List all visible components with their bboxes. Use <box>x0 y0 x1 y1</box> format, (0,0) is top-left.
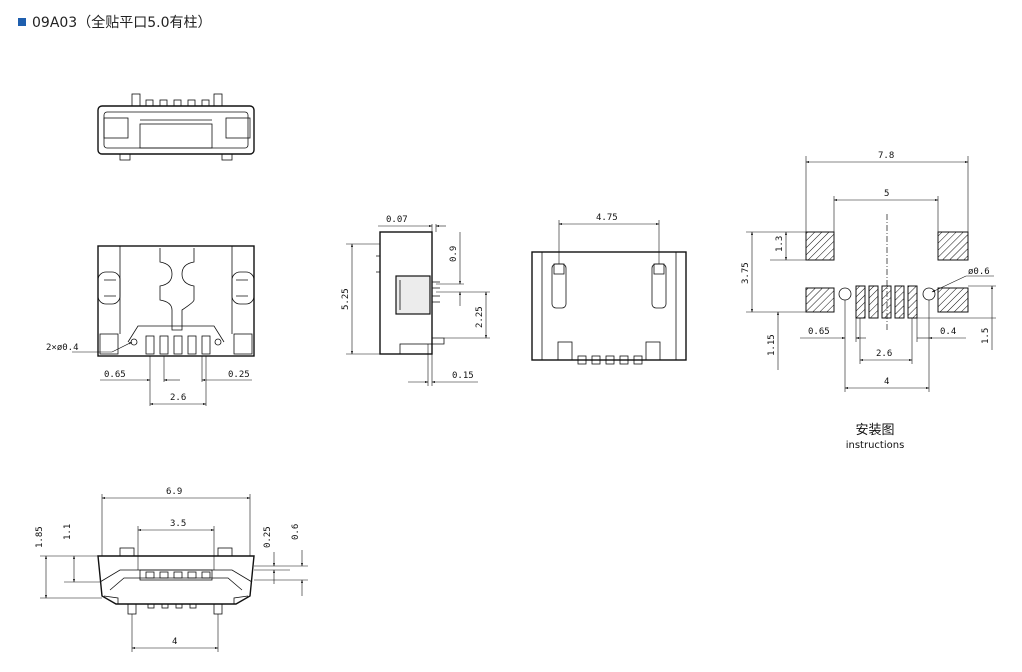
side-b-dim: 2.25 <box>475 306 485 328</box>
side-a-dim: 0.9 <box>449 246 459 262</box>
bot-r2-dim: 0.6 <box>291 524 301 540</box>
page-title: 09A03（全贴平口5.0有柱） <box>18 12 211 32</box>
back-view: 4.75 <box>531 213 687 365</box>
title-text: 09A03（全贴平口5.0有柱） <box>32 15 212 31</box>
fp-04-dim: 0.4 <box>940 327 956 337</box>
front-left-dim: 0.65 <box>104 370 126 380</box>
fp-115-dim: 1.15 <box>767 334 777 356</box>
fp-inner-dim: 5 <box>884 189 889 199</box>
top-view <box>97 93 255 161</box>
fp-label-en: instructions <box>846 440 905 451</box>
footprint: 7.8 5 3.75 1.3 ø0.6 0.65 0.4 2.6 <box>741 151 996 451</box>
front-hole-dim: 2×ø0.4 <box>46 343 79 353</box>
bottom-view: 6.9 3.5 1.85 1.1 0.25 0.6 4 <box>35 487 308 652</box>
back-top-dim: 4.75 <box>596 213 618 223</box>
fp-pad-dim: 1.3 <box>775 236 785 252</box>
fp-hole-dim: ø0.6 <box>968 267 990 277</box>
bot-b-dim: 4 <box>172 637 177 647</box>
fp-26-dim: 2.6 <box>876 349 892 359</box>
side-c-dim: 0.15 <box>452 371 474 381</box>
front-view: 2×ø0.4 0.65 0.25 2.6 <box>46 245 255 406</box>
bullet-square-icon <box>18 18 26 26</box>
bot-h1-dim: 1.85 <box>35 526 45 548</box>
fp-total-dim: 7.8 <box>878 151 894 161</box>
side-top-dim: 0.07 <box>386 215 408 225</box>
bot-w-dim: 6.9 <box>166 487 182 497</box>
side-view: 0.07 5.25 0.9 2.25 0.15 <box>341 215 490 386</box>
side-height-dim: 5.25 <box>341 288 351 310</box>
bot-h2-dim: 1.1 <box>63 524 73 540</box>
fp-15-dim: 1.5 <box>981 328 991 344</box>
bot-w2-dim: 3.5 <box>170 519 186 529</box>
front-pitch-dim: 2.6 <box>170 393 186 403</box>
fp-height-dim: 3.75 <box>741 262 751 284</box>
fp-4-dim: 4 <box>884 377 889 387</box>
bot-r1-dim: 0.25 <box>263 526 273 548</box>
fp-label-cn: 安装图 <box>855 423 894 438</box>
front-right-dim: 0.25 <box>228 370 250 380</box>
fp-065-dim: 0.65 <box>808 327 830 337</box>
